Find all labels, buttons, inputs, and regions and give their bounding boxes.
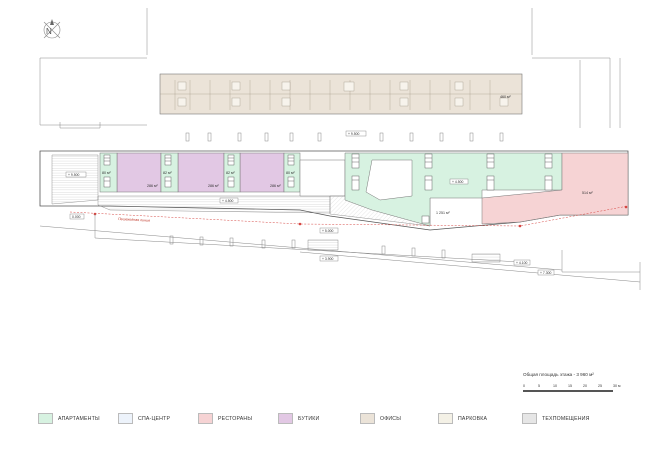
street-outline	[39, 8, 621, 129]
plaza-columns	[169, 235, 446, 259]
legend-swatch-icon	[522, 413, 537, 424]
level-mark-9: + 7.300	[540, 271, 552, 275]
north-label: N	[46, 27, 52, 36]
legend: АПАРТАМЕНТЫ СПА-ЦЕНТР РЕСТОРАНЫ БУТИКИ ОФИСЫ…	[38, 413, 638, 427]
legend-label: ТЕХПОМЕЩЕНИЯ	[542, 415, 590, 422]
columns-row	[185, 132, 504, 142]
legend-label: БУТИКИ	[298, 415, 320, 422]
scale-ticks: 0 5 10 15 20 25 30 м	[523, 384, 621, 388]
scale-tick: 20	[583, 384, 587, 388]
legend-label: ПАРКОВКА	[458, 415, 488, 422]
office-wing: 460 м²	[159, 73, 523, 115]
total-area-label: Общая площадь этажа - 3 960 м²	[523, 372, 594, 377]
level-mark-6: + 5.000	[322, 229, 334, 233]
legend-item-offices: ОФИСЫ	[360, 413, 401, 424]
boutique-units: 286 м² 286 м² 286 м²	[116, 152, 285, 193]
boutique-1-area: 286 м²	[147, 184, 158, 188]
unit-a1-area: 80 м²	[102, 171, 111, 175]
legend-label: РЕСТОРАНЫ	[218, 415, 253, 422]
unit-a2-area: 82 м²	[163, 171, 172, 175]
legend-swatch-icon	[360, 413, 375, 424]
unit-a4-area: 80 м²	[286, 171, 295, 175]
scale-tick: 25	[598, 384, 602, 388]
level-mark-4: + 4.500	[222, 199, 234, 203]
level-mark-7: + 3.900	[322, 257, 334, 261]
restaurant-area: 514 м²	[582, 191, 593, 195]
unit-a3-area: 82 м²	[226, 171, 235, 175]
pedestrian-route: Пешеходная линия	[69, 205, 629, 228]
legend-item-apartments: АПАРТАМЕНТЫ	[38, 413, 100, 424]
lower-plaza	[39, 214, 641, 290]
legend-swatch-icon	[438, 413, 453, 424]
legend-label: СПА-ЦЕНТР	[138, 415, 171, 422]
level-mark-3: + 4.500	[452, 180, 464, 184]
level-mark-5: 0.000	[72, 215, 81, 219]
apartment-area: 1 251 м²	[436, 211, 450, 215]
stair-core-icon	[351, 153, 553, 224]
scale-tick: 30 м	[613, 384, 621, 388]
stair-down	[307, 239, 339, 251]
level-mark-1: + 9.500	[348, 132, 360, 136]
scale-tick: 10	[553, 384, 557, 388]
legend-label: АПАРТАМЕНТЫ	[58, 415, 100, 422]
scale-bar: 0 5 10 15 20 25 30 м	[523, 384, 621, 394]
legend-label: ОФИСЫ	[380, 415, 402, 422]
route-label: Пешеходная линия	[118, 217, 150, 223]
legend-swatch-icon	[198, 413, 213, 424]
boutique-2-area: 286 м²	[208, 184, 219, 188]
apartment-void	[365, 159, 413, 201]
scale-tick: 0	[523, 384, 525, 388]
legend-swatch-icon	[118, 413, 133, 424]
scale-bar-segments	[523, 390, 613, 392]
ramp-hatch	[51, 154, 99, 205]
legend-item-tech: ТЕХПОМЕЩЕНИЯ	[522, 413, 590, 424]
legend-swatch-icon	[278, 413, 293, 424]
legend-swatch-icon	[38, 413, 53, 424]
restaurant-zone	[481, 152, 629, 225]
legend-item-restaurants: РЕСТОРАНЫ	[198, 413, 252, 424]
legend-item-parking: ПАРКОВКА	[438, 413, 487, 424]
legend-item-spa: СПА-ЦЕНТР	[118, 413, 170, 424]
ramp-hatch-lower	[97, 195, 331, 214]
office-area-label: 460 м²	[500, 95, 511, 99]
boutique-3-area: 286 м²	[270, 184, 281, 188]
stair-right	[471, 253, 501, 263]
level-mark-2: + 9.500	[68, 173, 80, 177]
scale-tick: 15	[568, 384, 572, 388]
central-atrium	[299, 159, 346, 197]
north-arrow-icon: N	[43, 19, 61, 39]
stair-core-icon	[103, 154, 295, 188]
level-mark-8: + 4.100	[516, 261, 528, 265]
legend-item-boutiques: БУТИКИ	[278, 413, 319, 424]
scale-tick: 5	[538, 384, 540, 388]
